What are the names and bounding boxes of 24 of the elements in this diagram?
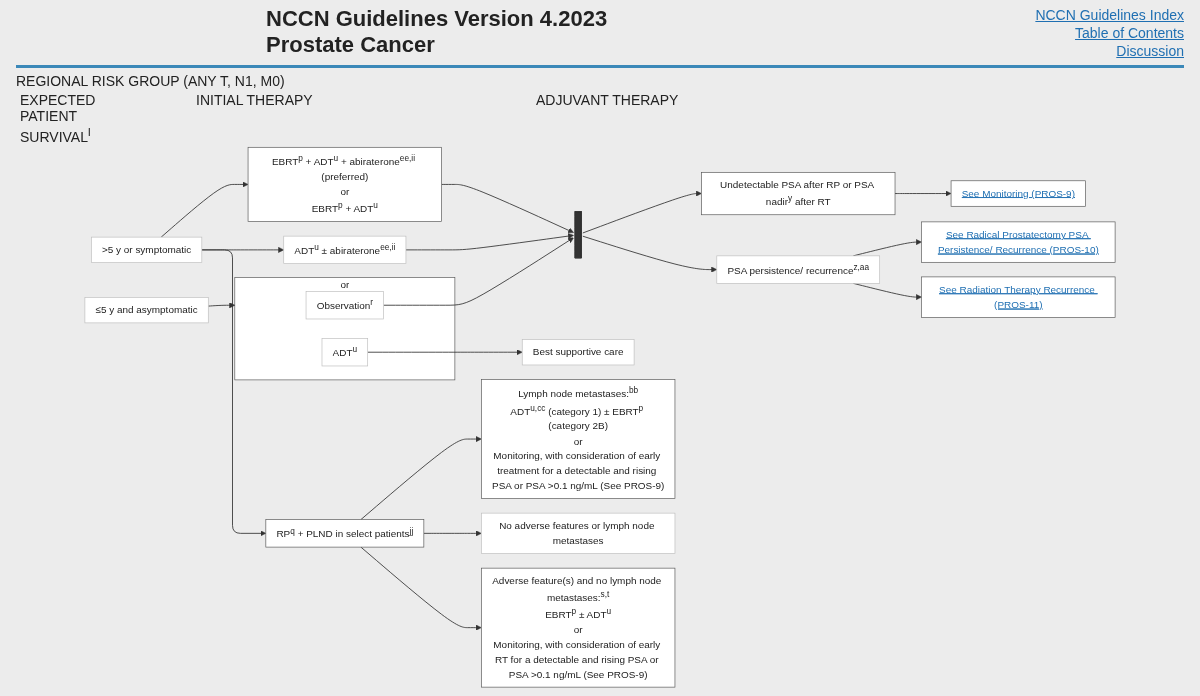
node-box: See Radiation Therapy Recurrence (PROS-11) [921, 276, 1116, 318]
node-box: RP$^{q}$ + PLND in select patients$^{jj}$ [265, 518, 425, 547]
node-box: Best supportive care [521, 338, 635, 365]
column-heading: INITIAL THERAPY [196, 91, 313, 109]
node-box: ADT$^{u}$ ± abiraterone$^{ee,ii}$ [283, 235, 407, 264]
node-box: >5 y or symptomatic [91, 236, 203, 263]
node-box: See Monitoring (PROS-9) [950, 180, 1086, 207]
nav-link: NCCN Guidelines Index [1035, 6, 1184, 25]
node-box: ≤5 y and asymptomatic [84, 296, 209, 323]
column-heading: ADJUVANT THERAPY [536, 91, 679, 109]
node-box: Observation$^{r}$ [305, 290, 384, 319]
node-box: ADT$^{u}$ [321, 337, 368, 366]
section-heading: REGIONAL RISK GROUP (ANY T, N1, M0) [16, 72, 285, 89]
page-title: NCCN Guidelines Version 4.2023 Prostate Cancer [266, 6, 609, 59]
node-box: Adverse feature(s) and no lymph node metastases:$^{s,t}$ EBRT$^{p}$ ± ADT$^{u}$ or Monitoring, with consideration of early RT for a detectable and rising PSA or PSA >0.1 ng/mL (See PROS-9) [481, 567, 676, 688]
nav-link: Discussion [1116, 42, 1184, 61]
node-box: Undetectable PSA after RP or PSA nadir$^{y}$ after RT [701, 171, 896, 215]
column-heading: EXPECTED PATIENT SURVIVAL$^{l}$ [20, 91, 97, 146]
node-box: EBRT$^{p}$ + ADT$^{u}$ + abiraterone$^{ee,ii}$ (preferred) or EBRT$^{p}$ + ADT$^{u}$ [247, 146, 442, 222]
node-box: Lymph node metastases:$^{bb}$ ADT$^{u,cc}$ (category 1) ± EBRT$^{p}$ (category 2B) or Monitoring, with consideration of early treatment for a detectable and rising PSA or PSA >0.1 ng/mL (See PROS-9) [481, 378, 676, 499]
node-box: No adverse features or lymph node metastases [481, 512, 676, 554]
nav-link: Table of Contents [1075, 24, 1184, 43]
node-box: See Radical Prostatectomy PSA Persistence/ Recurrence (PROS-10) [921, 221, 1116, 263]
node-box: PSA persistence/ recurrence$^{z,aa}$ [716, 255, 881, 284]
